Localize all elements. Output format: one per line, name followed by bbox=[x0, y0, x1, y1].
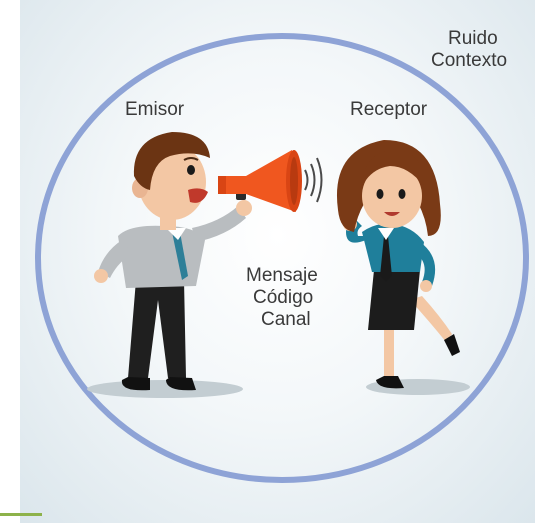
message-label: Mensaje bbox=[246, 265, 318, 286]
receiver-figure bbox=[336, 140, 460, 389]
accent-line bbox=[0, 513, 42, 516]
noise-label: Ruido bbox=[448, 28, 498, 49]
context-label: Contexto bbox=[431, 50, 508, 71]
megaphone-icon bbox=[218, 150, 302, 212]
left-margin bbox=[0, 0, 20, 523]
sender-shadow bbox=[87, 380, 243, 398]
sender-label: Emisor bbox=[125, 99, 185, 120]
code-label: Código bbox=[253, 287, 314, 308]
sound-waves-icon bbox=[304, 157, 323, 203]
channel-label: Canal bbox=[261, 309, 311, 330]
context-circle bbox=[35, 33, 529, 483]
receiver-label: Receptor bbox=[350, 99, 428, 120]
sender-figure bbox=[94, 132, 252, 391]
